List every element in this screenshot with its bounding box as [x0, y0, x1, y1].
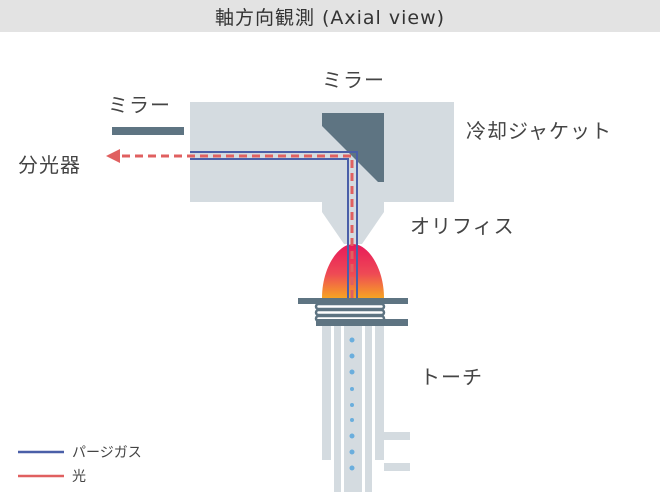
- label-spectrometer: 分光器: [18, 153, 81, 177]
- orifice-nozzle: [322, 202, 384, 244]
- page-title: 軸方向観測 (Axial view): [214, 6, 446, 29]
- purge-gas-line-outer: [190, 151, 358, 298]
- torch-inner-tube-wall-left: [341, 322, 344, 492]
- label-torch: トーチ: [420, 365, 483, 389]
- load-coil: [298, 298, 408, 326]
- coil-top-plate: [298, 298, 408, 304]
- label-mirror-left: ミラー: [108, 93, 171, 117]
- gas-particle: [349, 337, 355, 343]
- label-orifice: オリフィス: [410, 214, 515, 238]
- legend-label-light: 光: [72, 469, 86, 485]
- purge-gas-line-inner: [190, 158, 349, 298]
- gas-particle: [350, 387, 354, 391]
- left-mirror: [112, 127, 184, 135]
- gas-particle: [349, 465, 355, 471]
- coil-bottom-plate: [316, 319, 408, 326]
- gas-particle: [350, 418, 354, 422]
- gas-particle: [349, 433, 355, 439]
- light-path: [106, 149, 354, 298]
- torch-outer-tube-wall-left: [331, 322, 334, 492]
- top-mirror: [322, 113, 384, 182]
- gas-particle: [349, 369, 355, 375]
- torch-inlet-lower: [384, 463, 410, 471]
- legend-label-purge-gas: パージガス: [72, 445, 142, 461]
- gas-particle: [350, 403, 354, 407]
- legend: パージガス 光: [18, 445, 142, 485]
- torch-inner-tail: [334, 460, 372, 492]
- torch-outer-tube-wall-right: [372, 322, 375, 492]
- coil-turn: [314, 308, 386, 317]
- gas-particles: [349, 337, 355, 471]
- torch-inner-tube-wall-right: [362, 322, 365, 492]
- gas-particle: [349, 449, 355, 455]
- title-bar: 軸方向観測 (Axial view): [0, 0, 660, 32]
- label-mirror-top: ミラー: [322, 68, 385, 92]
- purge-gas-path: [190, 151, 358, 298]
- torch-inlet-upper: [384, 432, 410, 440]
- label-cooling-jacket: 冷却ジャケット: [466, 119, 612, 143]
- light-arrowhead: [106, 149, 120, 163]
- gas-particle: [349, 353, 355, 359]
- coil-turn: [314, 302, 386, 311]
